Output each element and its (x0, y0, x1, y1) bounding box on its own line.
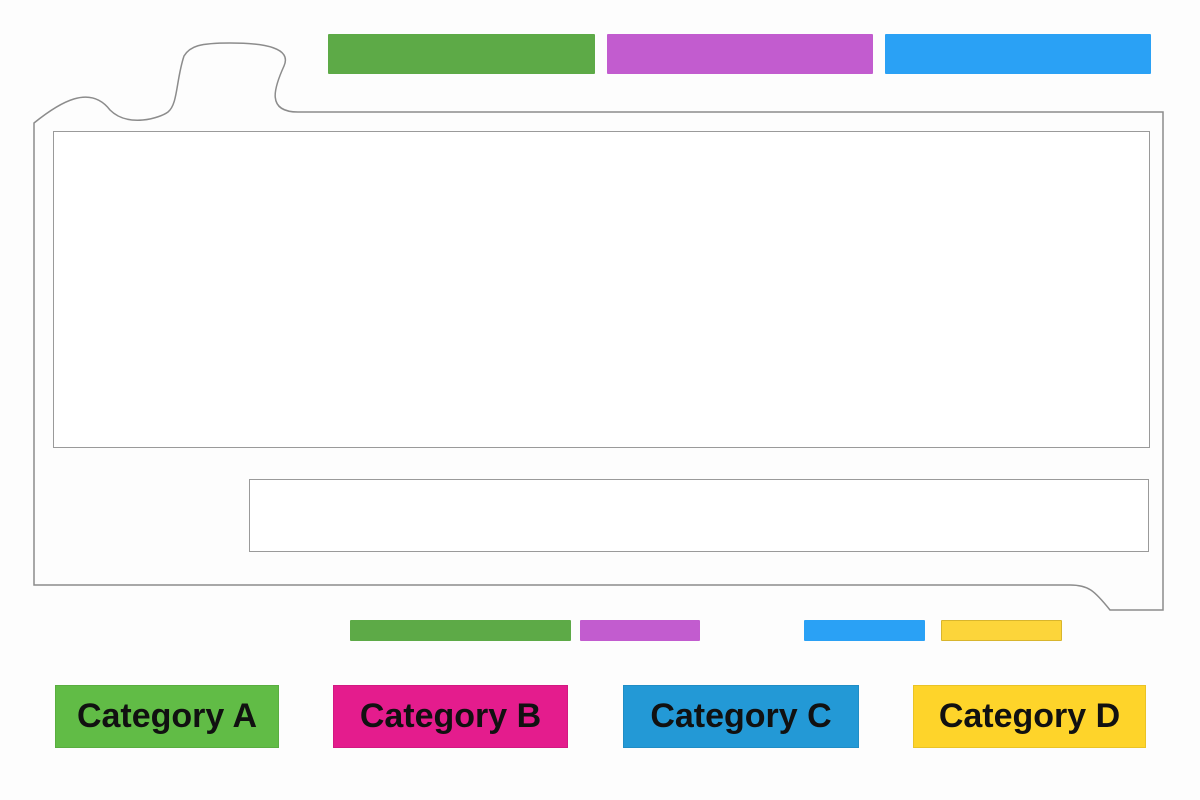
legend-category-d: Category D (913, 685, 1146, 748)
legend-category-b: Category B (333, 685, 568, 748)
legend-label-c: Category C (650, 697, 832, 735)
bottom-bar-category-a (350, 620, 571, 641)
bottom-bar-category-c (804, 620, 925, 641)
legend-label-d: Category D (938, 697, 1121, 735)
legend-category-a: Category A (55, 685, 279, 748)
bottom-bar-category-b (580, 620, 700, 641)
top-bar-category-a (328, 34, 595, 74)
bottom-bar-category-d (941, 620, 1062, 641)
legend-category-c: Category C (623, 685, 859, 748)
top-bar-category-b (607, 34, 873, 74)
outer-contour (33, 42, 1164, 611)
legend-label-a: Category A (76, 697, 258, 735)
legend-label-b: Category B (359, 697, 542, 735)
top-bar-category-c (885, 34, 1151, 74)
upper-panel (53, 131, 1150, 448)
lower-panel (249, 479, 1149, 552)
